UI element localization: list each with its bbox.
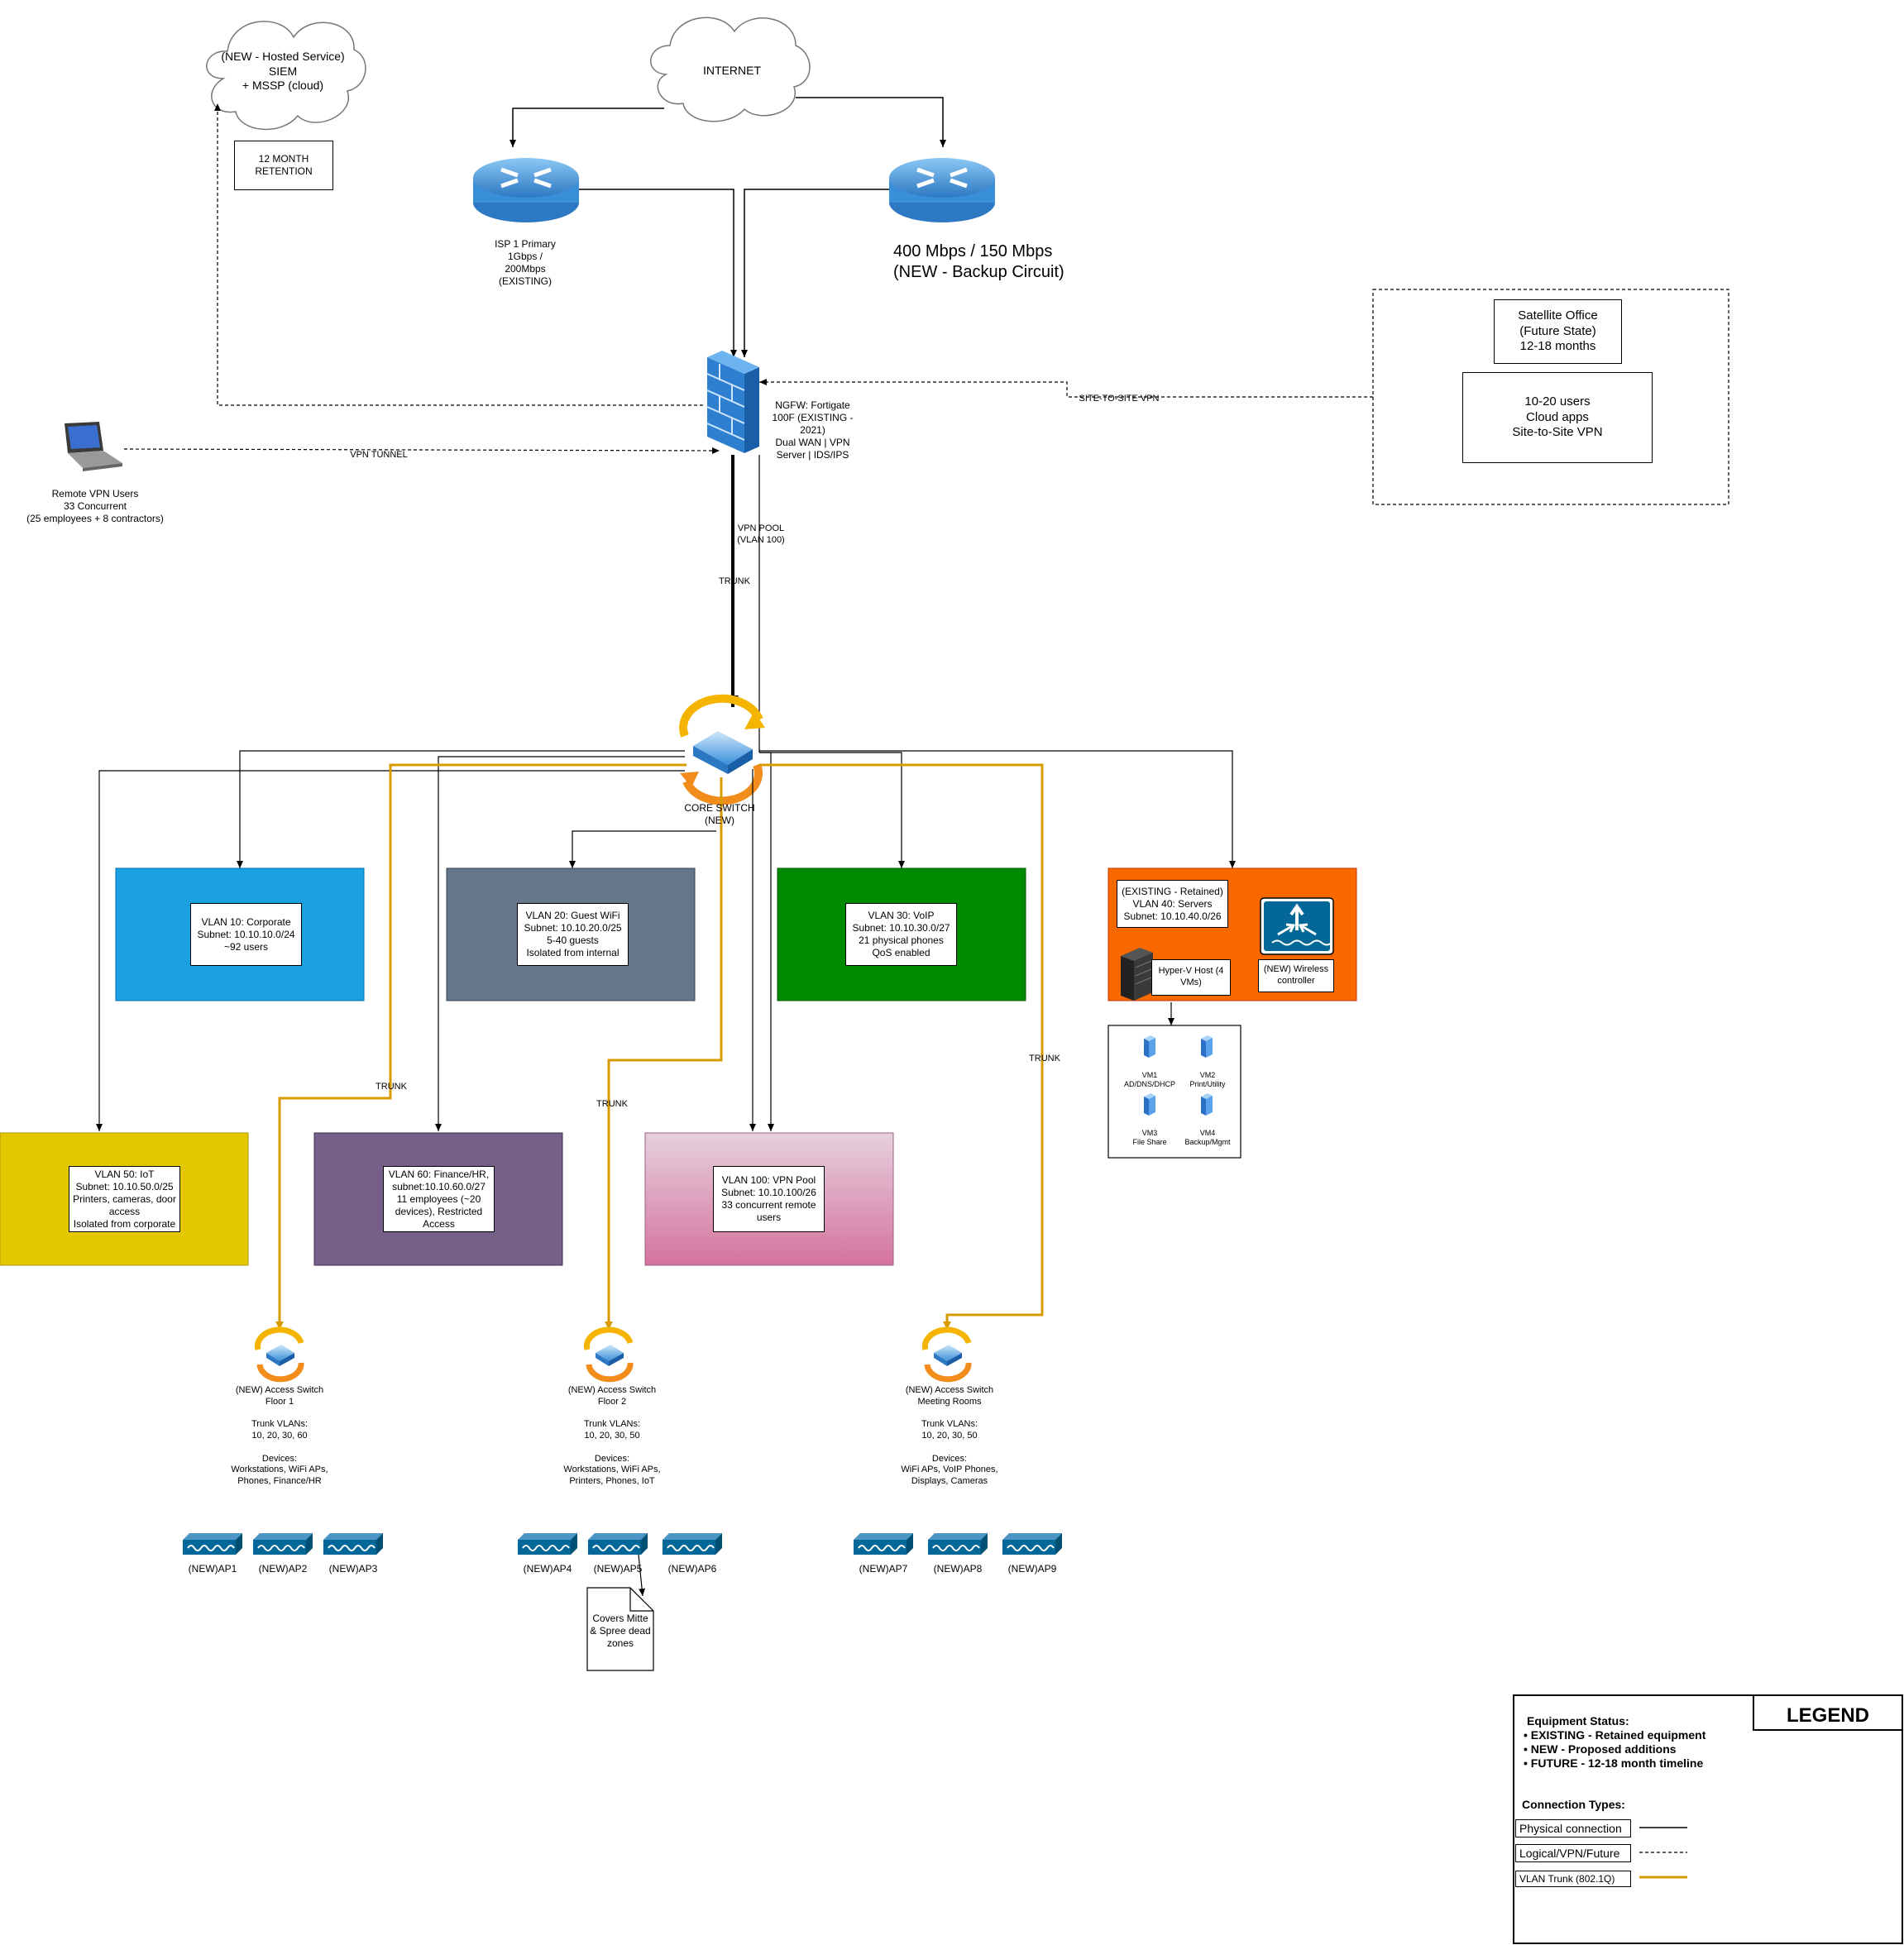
ap-note-shape [586,1587,654,1671]
access-point-icon [854,1533,913,1555]
access-point-icon [323,1533,383,1555]
isp1-router-icon [473,158,579,222]
server-rack-icon [1121,948,1153,1001]
vm-box [1107,1025,1241,1159]
access-switch-floor1-label: (NEW) Access Switch Floor 1 Trunk VLANs:… [231,1385,328,1486]
isp2-router-icon [889,158,995,222]
vpn-pool-label: VPN POOL (VLAN 100) [737,523,785,545]
access-point-label: (NEW)AP7 [859,1563,908,1575]
vlan40-label: (EXISTING - Retained) VLAN 40: Servers S… [1117,880,1228,928]
trunk-label-floor1: TRUNK [376,1082,408,1092]
wireless-controller-label: (NEW) Wireless controller [1258,959,1334,992]
access-point-label: (NEW)AP4 [523,1563,572,1575]
access-point-label: (NEW)AP2 [258,1563,308,1575]
legend-status-new: • NEW - Proposed additions [1524,1742,1677,1756]
access-point-label: (NEW)AP3 [328,1563,378,1575]
legend-status-heading: Equipment Status: [1527,1714,1629,1728]
access-switch-meeting-icon [921,1326,972,1383]
trunk-label-core: TRUNK [719,576,751,586]
internet-label: INTERNET [703,64,761,77]
access-point-label: (NEW)AP8 [933,1563,983,1575]
wan-links [509,97,946,357]
core-vlan-links [96,750,1236,1131]
legend-physical: Physical connection [1515,1819,1631,1837]
siem-cloud [206,21,366,131]
access-point-icon [518,1533,577,1555]
access-switch-meeting-label: (NEW) Access Switch Meeting Rooms Trunk … [901,1385,998,1486]
access-point-label: (NEW)AP5 [593,1563,643,1575]
laptop-icon [65,422,122,471]
trunk-label-meeting: TRUNK [1029,1054,1061,1063]
ap-note-label: Covers Mitte & Spree dead zones [590,1613,651,1649]
vlan60-label: VLAN 60: Finance/HR, subnet:10.10.60.0/2… [383,1166,495,1232]
legend-status: Equipment Status: • EXISTING - Retained … [1524,1714,1763,1771]
access-point-icon [253,1533,313,1555]
access-point-icons [183,1533,1062,1555]
legend-conn-heading: Connection Types: [1522,1798,1625,1811]
access-switch-floor2-icon [583,1326,634,1383]
vm3-label: VM3 File Share [1132,1129,1167,1147]
access-switch-floor1-icon [254,1326,304,1383]
internet-cloud [650,17,811,122]
vlan50-label: VLAN 50: IoT Subnet: 10.10.50.0/25 Print… [69,1166,180,1232]
trunk-links [275,763,1044,1330]
vm-server-icons [1144,1035,1213,1116]
access-point-icon [183,1533,242,1555]
access-point-icon [1002,1533,1062,1555]
access-point-label: (NEW)AP9 [1007,1563,1057,1575]
wireless-controller-icon [1260,897,1334,955]
firewall-core-links [727,455,760,753]
trunk-label-floor2: TRUNK [596,1099,629,1109]
vlan20-label: VLAN 20: Guest WiFi Subnet: 10.10.20.0/2… [517,903,629,966]
access-point-icon [663,1533,722,1555]
satellite-details-box: 10-20 users Cloud apps Site-to-Site VPN [1462,372,1653,463]
access-point-label: (NEW)AP1 [188,1563,237,1575]
site-to-site-label: SITE-TO-SITE VPN [1079,394,1160,404]
vlan100-label: VLAN 100: VPN Pool Subnet: 10.10.100/26 … [713,1166,825,1232]
satellite-title-box: Satellite Office (Future State) 12-18 mo… [1494,299,1622,364]
access-point-label: (NEW)AP6 [667,1563,717,1575]
siem-label: (NEW - Hosted Service) SIEM + MSSP (clou… [221,50,345,92]
core-switch-icon [679,694,765,805]
access-switch-floor2-label: (NEW) Access Switch Floor 2 Trunk VLANs:… [563,1385,661,1486]
legend-status-existing: • EXISTING - Retained equipment [1524,1728,1706,1742]
isp2-label: 400 Mbps / 150 Mbps (NEW - Backup Circui… [893,242,1064,281]
ap-note-link [638,1554,646,1597]
remote-users-label: Remote VPN Users 33 Concurrent (25 emplo… [26,488,164,524]
logical-links [123,103,1373,454]
legend-status-future: • FUTURE - 12-18 month timeline [1524,1756,1704,1771]
vlan30-label: VLAN 30: VoIP Subnet: 10.10.30.0/27 21 p… [845,903,957,966]
isp1-label: ISP 1 Primary 1Gbps / 200Mbps (EXISTING) [495,238,556,287]
vm4-label: VM4 Backup/Mgmt [1184,1129,1231,1147]
firewall-label: NGFW: Fortigate 100F (EXISTING - 2021) D… [772,399,854,461]
access-point-icon [928,1533,988,1555]
vm1-label: VM1 AD/DNS/DHCP [1123,1071,1175,1089]
hyperv-label: Hyper-V Host (4 VMs) [1151,959,1231,996]
satellite-office-box [1372,289,1729,505]
vm2-label: VM2 Print/Utility [1189,1071,1226,1089]
legend-title: LEGEND [1786,1704,1869,1727]
access-point-icon [588,1533,648,1555]
vpn-tunnel-label: VPN TUNNEL [350,450,407,460]
legend-logical: Logical/VPN/Future [1515,1844,1631,1862]
legend-trunk: VLAN Trunk (802.1Q) [1515,1871,1631,1887]
firewall-icon [706,351,759,453]
retention-box: 12 MONTH RETENTION [234,141,333,190]
core-switch-label: CORE SWITCH (NEW) [684,802,755,826]
vlan10-label: VLAN 10: Corporate Subnet: 10.10.10.0/24… [190,903,302,966]
